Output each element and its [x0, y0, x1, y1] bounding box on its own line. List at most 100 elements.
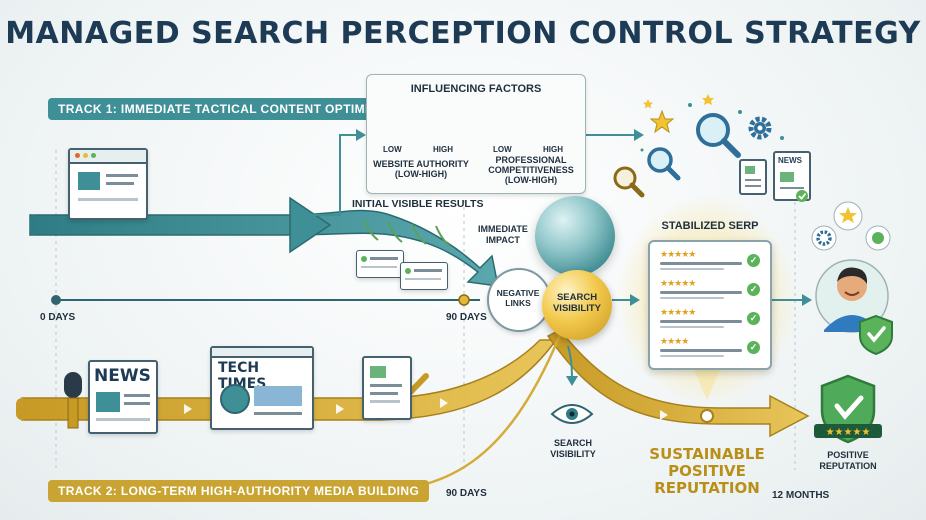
timeline-90-days-track1: 90 DAYS — [446, 312, 487, 323]
vis-to-serp-head — [630, 294, 640, 306]
result-card-1 — [356, 250, 404, 278]
shield-check-icon — [859, 314, 893, 356]
eye-visibility-line1: SEARCH — [553, 438, 592, 448]
sustainable-reputation-label: SUSTAINABLE POSITIVE REPUTATION — [640, 446, 774, 497]
connector-to-factors-head — [356, 129, 366, 141]
rating-stars-icon: ★★★★ — [660, 336, 689, 346]
gauge2-label3: (LOW-HIGH) — [504, 175, 558, 185]
gauge2-label1: PROFESSIONAL — [495, 155, 567, 165]
rating-stars-icon: ★★★★★ — [660, 249, 696, 259]
bubble-star-icon — [833, 201, 863, 231]
magnifier-small-icon — [613, 166, 645, 198]
gauge2-low: LOW — [493, 145, 512, 154]
search-visibility-label: SEARCH VISIBILITY — [542, 292, 612, 314]
star-small-icon — [702, 94, 714, 105]
negative-links-node — [487, 268, 551, 332]
gauge1-label1: WEBSITE AUTHORITY — [373, 159, 469, 169]
sustainable-line2: POSITIVE — [668, 462, 746, 480]
gauge2-label2: COMPETITIVENESS — [488, 165, 574, 175]
track2-swoop — [546, 329, 810, 438]
negative-links-line2: LINKS — [505, 298, 531, 308]
timeline-90-days-track2: 90 DAYS — [446, 488, 487, 499]
track1-arrow-tail — [30, 215, 38, 235]
page-title: MANAGED SEARCH PERCEPTION CONTROL STRATE… — [5, 16, 921, 51]
serp-panel: ★★★★★✓ ★★★★★✓ ★★★★★✓ ★★★★✓ — [648, 240, 772, 370]
factors-title: INFLUENCING FACTORS — [410, 83, 542, 95]
track2-label: TRACK 2: LONG-TERM HIGH-AUTHORITY MEDIA … — [48, 480, 430, 502]
immediate-impact-line1: IMMEDIATE — [478, 224, 528, 234]
check-icon: ✓ — [747, 312, 760, 325]
search-visibility-sphere — [542, 270, 612, 340]
serp-to-person-head — [802, 294, 812, 306]
browser-titlebar — [70, 150, 146, 164]
connector-to-factors — [300, 134, 364, 216]
check-icon: ✓ — [747, 254, 760, 267]
eye-visibility-line2: VISIBILITY — [550, 449, 596, 459]
initial-results-label: INITIAL VISIBLE RESULTS — [352, 198, 484, 210]
rating-stars-icon: ★★★★★ — [660, 307, 696, 317]
eye-icon — [550, 404, 594, 424]
gauge1-low: LOW — [383, 145, 402, 154]
magnifier-medium-icon — [647, 147, 681, 181]
connector-to-serp-head — [634, 129, 644, 141]
search-visibility-line1: SEARCH — [556, 292, 598, 303]
positive-rep-line1: POSITIVE — [827, 450, 869, 460]
timeline-0-days: 0 DAYS — [40, 312, 76, 323]
timeline-12-months: 12 MONTHS — [772, 490, 830, 501]
to-eye-arrow-head — [566, 376, 578, 386]
gold-chevrons — [184, 398, 668, 420]
tech-times-icon: TECH TIMES — [210, 346, 314, 430]
track1-arrow-head — [289, 196, 332, 254]
gauge2-caption: PROFESSIONAL COMPETITIVENESS (LOW-HIGH) — [479, 155, 583, 185]
track2-milestone — [700, 409, 714, 423]
serp-row: ★★★★★✓ — [660, 279, 760, 303]
star-icon — [649, 109, 675, 134]
reputation-shield-icon: ★★★★★ — [814, 374, 882, 444]
article-doc-icon — [362, 356, 412, 420]
result-card-2 — [400, 262, 448, 290]
eye-visibility-label: SEARCH VISIBILITY — [544, 438, 602, 460]
bubble-gear-icon — [811, 225, 837, 251]
sustainable-line1: SUSTAINABLE — [649, 445, 765, 463]
news-paper-title: NEWS — [94, 366, 151, 386]
down-arrows — [363, 219, 451, 247]
influencing-factors-panel: INFLUENCING FACTORS LOW HIGH LOW HIGH WE… — [366, 74, 586, 194]
stabilized-serp-label: STABILIZED SERP — [661, 220, 759, 232]
document-icon — [739, 159, 767, 195]
serp-glow-tail — [690, 360, 724, 400]
immediate-impact-line2: IMPACT — [486, 235, 520, 245]
gauge2-high: HIGH — [543, 145, 563, 154]
browser-window-icon — [68, 148, 148, 220]
timeline-start-dot — [51, 295, 61, 305]
positive-rep-line2: REPUTATION — [819, 461, 877, 471]
teal-sphere — [535, 196, 615, 276]
negative-links-line1: NEGATIVE — [496, 288, 540, 298]
news-paper-icon: NEWS — [88, 360, 158, 434]
magnifier-large-icon — [696, 113, 741, 158]
bubble-badge-icon — [865, 225, 891, 251]
search-visibility-line2: VISIBILITY — [552, 303, 602, 314]
svg-text:★★★★★: ★★★★★ — [826, 427, 871, 438]
news-doc-label: NEWS — [778, 156, 802, 165]
gauge1-label2: (LOW-HIGH) — [394, 169, 448, 179]
serp-row: ★★★★★ ✓ — [660, 308, 760, 332]
avatar-icon — [815, 259, 889, 333]
serp-row: ★★★★ ✓ — [660, 337, 760, 361]
timeline-90-dot — [458, 294, 470, 306]
gauge1-high: HIGH — [433, 145, 453, 154]
immediate-impact-label: IMMEDIATE IMPACT — [478, 224, 528, 246]
track2-arrow-tail — [16, 398, 28, 420]
microphone-icon — [64, 372, 82, 429]
gauge1-caption: WEBSITE AUTHORITY (LOW-HIGH) — [371, 159, 471, 179]
check-icon: ✓ — [747, 341, 760, 354]
star-small-icon-2 — [643, 99, 653, 109]
positive-reputation-label: POSITIVE REPUTATION — [812, 450, 884, 472]
globe-icon — [220, 384, 250, 414]
sparkle-icon — [640, 103, 784, 152]
check-icon: ✓ — [747, 283, 760, 296]
news-doc-icon — [773, 151, 811, 202]
negative-links-label: NEGATIVE LINKS — [489, 288, 547, 308]
serp-row: ★★★★★ ✓ — [660, 250, 760, 274]
sustainable-line3: REPUTATION — [654, 479, 760, 497]
